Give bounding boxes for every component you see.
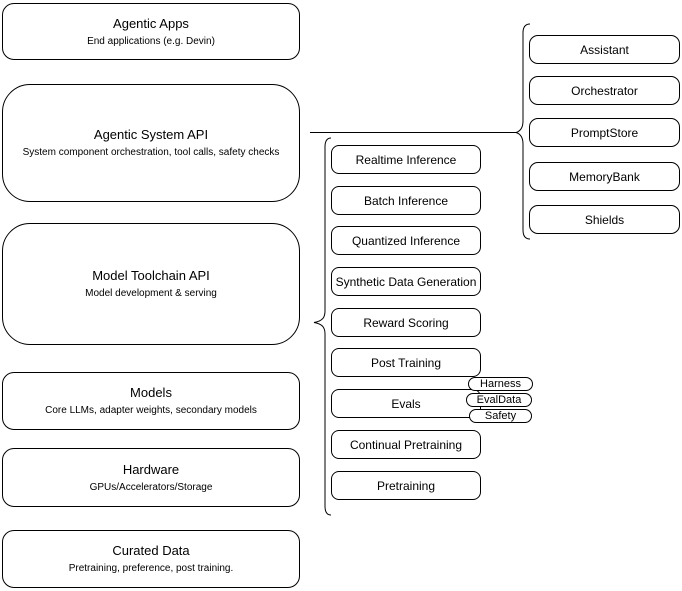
node-title: Models [130,385,172,400]
node-synthetic-data-generation: Synthetic Data Generation [331,267,481,296]
node-model-toolchain-api: Model Toolchain API Model development & … [2,223,300,345]
node-promptstore: PromptStore [529,118,680,147]
node-batch-inference: Batch Inference [331,186,481,215]
node-title: Agentic System API [93,127,209,142]
node-continual-pretraining: Continual Pretraining [331,430,481,459]
node-title: Model Toolchain API [92,268,210,283]
node-pretraining: Pretraining [331,471,481,500]
node-quantized-inference: Quantized Inference [331,226,481,255]
node-shields: Shields [529,205,680,234]
node-subtitle: System component orchestration, tool cal… [22,147,280,158]
node-hardware: Hardware GPUs/Accelerators/Storage [2,448,300,507]
node-evals: Evals [331,389,481,418]
brace-toolchain [313,137,332,516]
node-subtitle: Pretraining, preference, post training. [68,563,234,574]
node-subtitle: Core LLMs, adapter weights, secondary mo… [45,405,257,416]
node-assistant: Assistant [529,35,680,64]
node-subtitle: GPUs/Accelerators/Storage [89,481,213,493]
node-post-training: Post Training [331,348,481,377]
tag-safety: Safety [469,409,532,423]
node-realtime-inference: Realtime Inference [331,145,481,174]
node-models: Models Core LLMs, adapter weights, secon… [2,372,300,430]
brace-system-components [514,23,531,240]
tag-evaldata: EvalData [466,393,532,407]
tag-harness: Harness [468,377,533,391]
node-agentic-system-api: Agentic System API System component orch… [2,84,300,202]
node-orchestrator: Orchestrator [529,76,680,105]
node-title: Hardware [122,461,180,477]
node-subtitle: Model development & serving [85,288,217,299]
node-memorybank: MemoryBank [529,162,680,191]
node-title: Curated Data [112,543,190,558]
node-curated-data: Curated Data Pretraining, preference, po… [2,530,300,588]
node-subtitle: End applications (e.g. Devin) [87,35,215,47]
node-title: Agentic Apps [113,15,189,31]
node-agentic-apps: Agentic Apps End applications (e.g. Devi… [2,3,300,60]
node-reward-scoring: Reward Scoring [331,308,481,337]
